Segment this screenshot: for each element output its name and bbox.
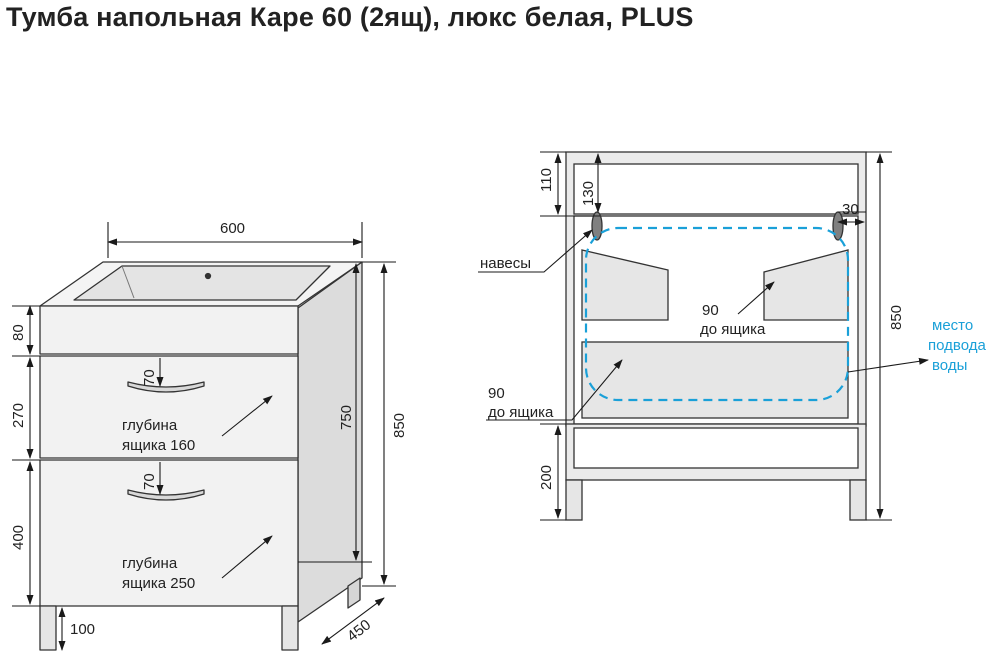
drawer-2-handle [127, 489, 205, 501]
back-lower-opening [573, 427, 859, 469]
label-body-height: 750 [338, 405, 355, 430]
label-top-height: 80 [10, 324, 27, 341]
back-top-opening [573, 163, 859, 215]
leader-drawer1 [221, 395, 273, 437]
front-view [39, 261, 363, 651]
front-right-leg [281, 605, 299, 651]
label-water-line1: место [932, 317, 973, 334]
drain-hole [204, 272, 212, 280]
back-cutout-left [581, 249, 669, 321]
label-handle1-height: 70 [141, 369, 158, 386]
leader-cut1 [737, 281, 775, 315]
label-drawer2-height: 400 [10, 525, 27, 550]
label-drawer1-height: 270 [10, 403, 27, 428]
back-view-labels: 110 130 30 850 200 навесы 90 до ящика 90… [480, 168, 986, 490]
label-back-right: 30 [842, 201, 859, 218]
front-left-leg [39, 605, 57, 651]
front-view-labels: 600 80 270 400 100 70 70 750 850 450 глу… [10, 220, 408, 645]
label-cut2-value: 90 [488, 385, 505, 402]
drawer1-note-line1: глубина [122, 417, 178, 434]
back-cutout-lower [581, 341, 849, 419]
leader-drawer2 [221, 535, 273, 579]
back-right-leg-rear [849, 479, 867, 521]
label-back-leg: 200 [538, 465, 555, 490]
front-view-dimensions [12, 222, 396, 651]
label-back-top: 110 [538, 168, 555, 192]
cabinet-side-panel [297, 261, 363, 623]
basin-cutout [73, 265, 331, 301]
label-cut2-text: до ящика [488, 404, 554, 421]
label-cut1-value: 90 [702, 302, 719, 319]
drawer2-note-line2: ящика 250 [122, 575, 195, 592]
leader-cut2 [486, 359, 623, 421]
countertop-front-panel [39, 305, 299, 355]
label-water-line3: воды [932, 357, 967, 374]
label-leg-height: 100 [70, 621, 95, 638]
label-total-height: 850 [391, 413, 408, 438]
label-water-line2: подвода [928, 337, 986, 354]
label-width: 600 [220, 220, 245, 237]
drawer-1-front [39, 355, 299, 459]
back-left-leg [565, 479, 583, 521]
label-back-total: 850 [888, 305, 905, 330]
water-supply-zone [584, 226, 850, 402]
label-back-hinge: 130 [580, 181, 597, 206]
page-title: Тумба напольная Каре 60 (2ящ), люкс бела… [6, 2, 694, 32]
label-hinges: навесы [480, 255, 531, 272]
back-view [565, 151, 867, 521]
leader-hinges [478, 229, 593, 273]
dim-line-depth [321, 597, 385, 645]
leader-water [847, 357, 929, 373]
drawer2-note-line1: глубина [122, 555, 178, 572]
drawer1-note-line2: ящика 160 [122, 437, 195, 454]
label-depth: 450 [344, 616, 374, 645]
drawer-1-handle [127, 381, 205, 393]
label-cut1-text: до ящика [700, 321, 766, 338]
label-handle2-height: 70 [141, 473, 158, 490]
drawer-2-front [39, 459, 299, 607]
back-view-dimensions [478, 151, 929, 521]
